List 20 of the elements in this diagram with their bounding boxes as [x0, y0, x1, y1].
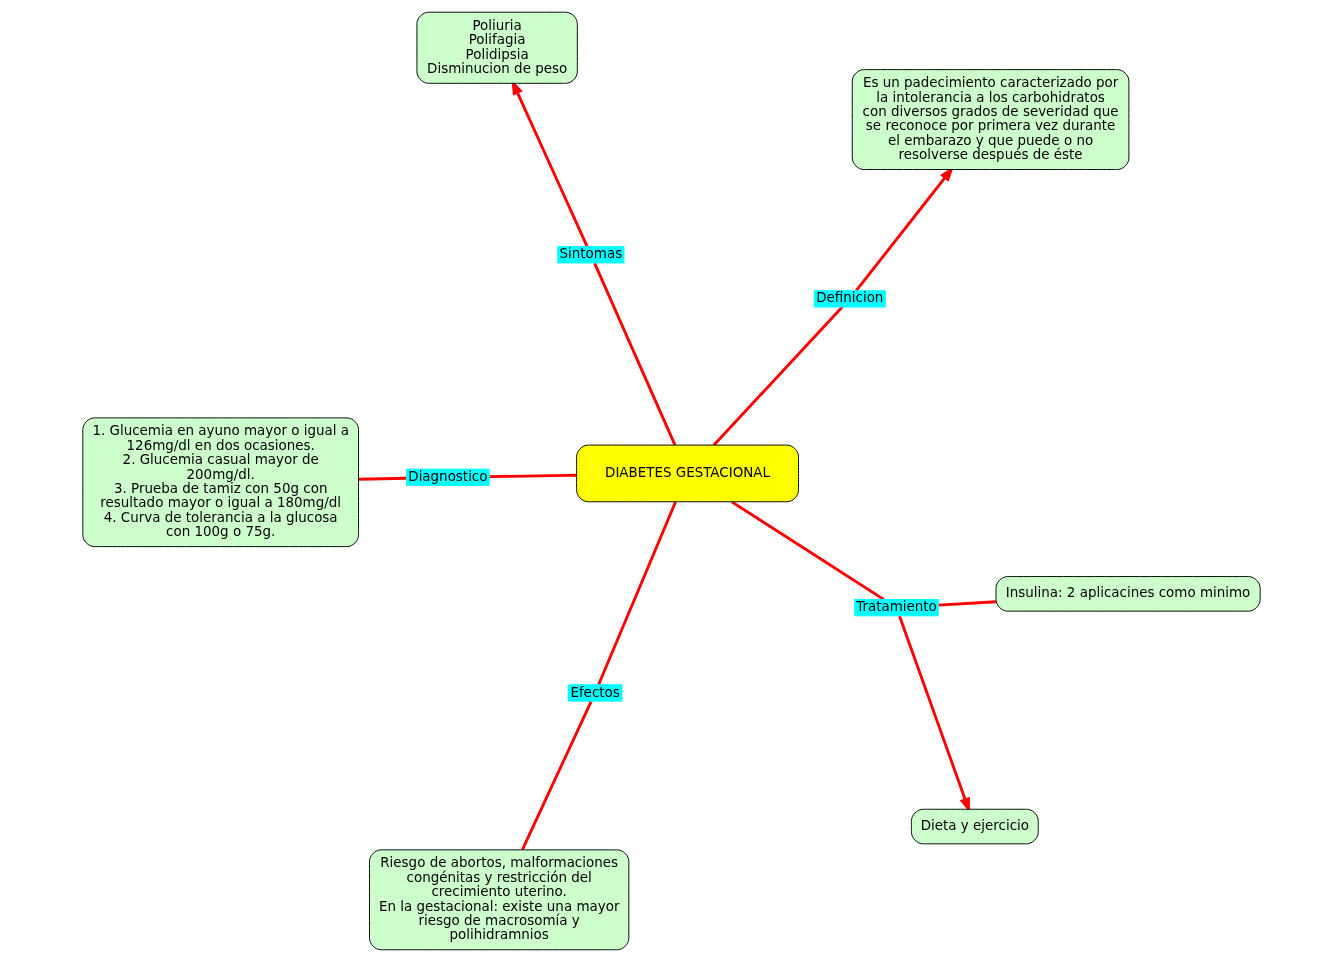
- node-box: Es un padecimiento caracterizado por la intolerancia a los carbohidratos con diversos grados de severidad que se reconoce por primera vez durante el embarazo y que puede o no resolverse después de éste: [851, 69, 1130, 170]
- node-box: Sintomas: [557, 246, 625, 264]
- node-box: 1. Glucemia en ayuno mayor o igual a 126mg/dl en dos ocasiones. 2. Glucemia casual mayor de 200mg/dl. 3. Prueba de tamiz con 50g con resultado mayor o igual a 180mg/dl 4. Curva de tolerancia a la glucosa con 100g o 75g.: [82, 417, 360, 548]
- node-box: Poliuria Polifagia Polidipsia Disminucion de peso: [416, 11, 578, 84]
- connector: [712, 306, 844, 446]
- node-box: DIABETES GESTACIONAL: [576, 444, 799, 503]
- connector: [593, 262, 677, 446]
- node-box: Definicion: [813, 290, 886, 308]
- node-box: Efectos: [567, 684, 623, 702]
- node-box: Dieta y ejercicio: [910, 808, 1039, 845]
- connector: [489, 473, 577, 479]
- node-box: Riesgo de abortos, malformaciones congénitas y restricción del crecimiento uterino. En la gestacional: existe una mayor riesgo de macrosomía y polihidramnios: [369, 849, 630, 951]
- node-box: Tratamiento: [854, 599, 939, 617]
- connector: [597, 501, 677, 686]
- connector: [358, 476, 407, 481]
- node-box: Diagnostico: [406, 468, 490, 486]
- connector: [938, 600, 997, 607]
- node-box: Insulina: 2 aplicacines como minimo: [995, 576, 1261, 612]
- connector: [731, 500, 885, 601]
- connector: [521, 700, 593, 851]
